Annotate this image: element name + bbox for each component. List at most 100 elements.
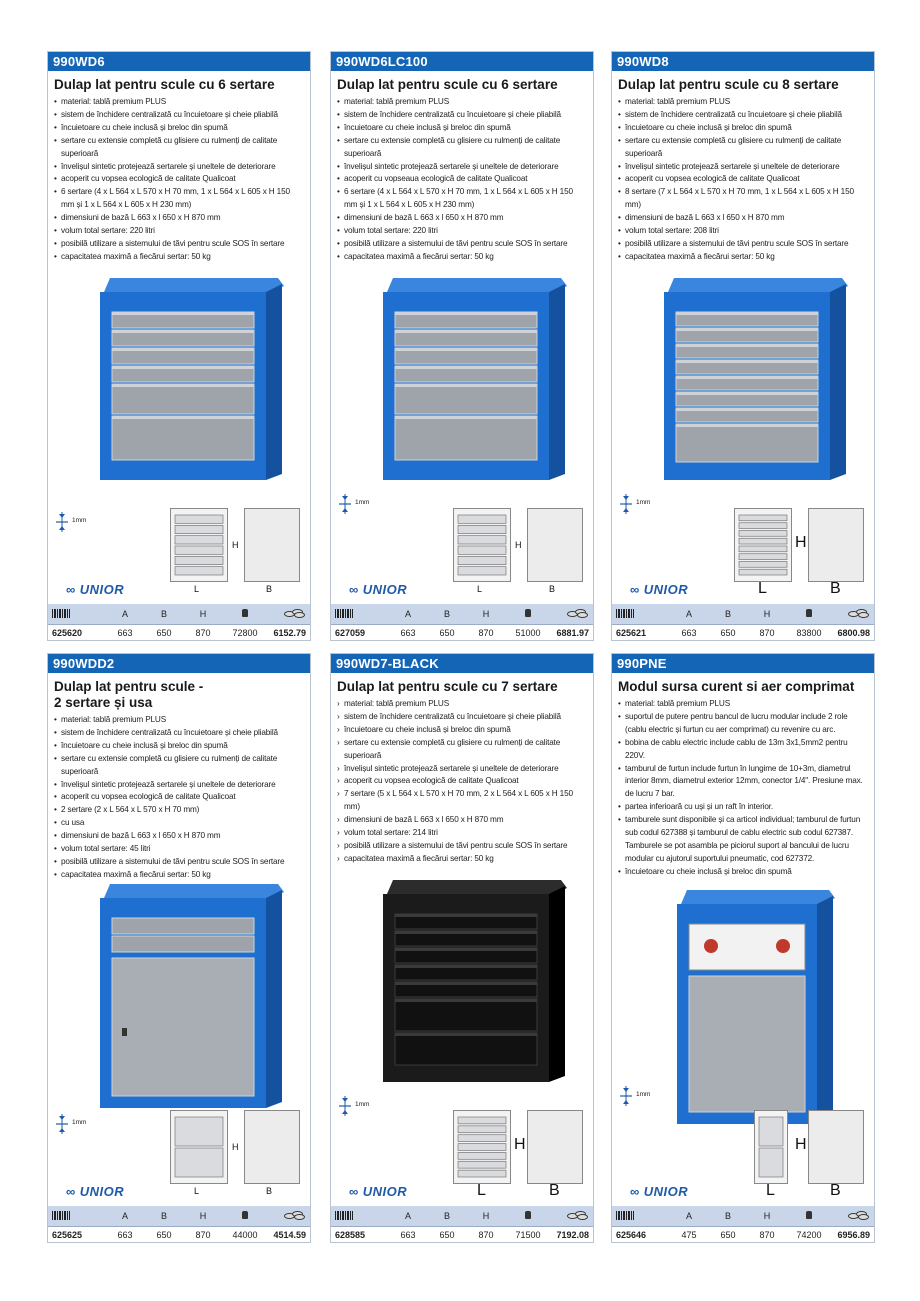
spec-item: material: tablă premium PLUS <box>618 698 868 711</box>
spec-table-header: A B H <box>48 1206 310 1226</box>
col-price <box>551 608 593 620</box>
article-column <box>48 1210 106 1222</box>
spec-table: A B H 627059 663 650 870 51000 6881.97 <box>331 604 593 640</box>
spec-item: acoperit cu vopsea ecologică de calitate… <box>54 173 304 186</box>
unior-logo: ∞UNIOR <box>66 1184 124 1199</box>
col-a: A <box>121 609 128 619</box>
unior-logo-icon: ∞ <box>66 582 76 597</box>
logo-text: UNIOR <box>362 582 408 597</box>
dim-label-l: L <box>766 1182 775 1199</box>
product-title: Dulap lat pentru scule - 2 sertare și us… <box>54 679 204 710</box>
spec-item: material: tablă premium PLUS <box>54 714 304 727</box>
col-weight <box>505 1211 551 1221</box>
col-h: H <box>763 609 771 619</box>
weight-icon <box>525 609 531 617</box>
spec-list: material: tablă premium PLUSsistem de în… <box>331 96 593 264</box>
value-a: 663 <box>117 627 133 638</box>
front-view <box>754 1110 788 1184</box>
product-title: Modul sursa curent si aer comprimat <box>618 679 855 694</box>
spec-list: material: tablă premium PLUSsistem de în… <box>48 714 310 882</box>
dim-label-b: B <box>830 580 841 597</box>
value-price: 4514.59 <box>273 1229 306 1240</box>
article-column <box>612 608 670 620</box>
spec-item: încuietoare cu cheie inclusă și breloc d… <box>54 740 304 753</box>
spec-list: material: tablă premium PLUSsistem de în… <box>612 96 874 264</box>
spec-item: acoperit cu vopseaua ecologică de calita… <box>337 173 587 186</box>
spec-table: A B H 625625 663 650 870 44000 4514.59 <box>48 1206 310 1242</box>
article-column <box>612 1210 670 1222</box>
spec-item: posibilă utilizare a sistemului de tăvi … <box>54 856 304 869</box>
spec-item: posibilă utilizare a sistemului de tăvi … <box>54 238 304 251</box>
spec-table: A B H 628585 663 650 870 71500 7192.08 <box>331 1206 593 1242</box>
thickness-indicator: 1mm <box>54 512 104 532</box>
spec-list: material: tablă premium PLUSsuportul de … <box>612 698 874 879</box>
value-price: 6152.79 <box>273 627 306 638</box>
col-weight <box>222 1211 268 1221</box>
spec-table-header: A B H <box>612 604 874 624</box>
thickness-icon <box>339 1096 351 1116</box>
spec-item: 6 sertare (4 x L 564 x L 570 x H 70 mm, … <box>54 186 304 212</box>
thickness-indicator: 1mm <box>618 1086 668 1106</box>
spec-item: capacitatea maximă a fiecărui sertar: 50… <box>337 251 587 264</box>
coins-icon <box>284 608 306 618</box>
spec-item: învelișul sintetic protejează sertarele … <box>54 161 304 174</box>
product-image <box>90 270 286 493</box>
spec-table-row: 625625 663 650 870 44000 4514.59 <box>48 1226 310 1242</box>
spec-table: A B H 625621 663 650 870 83800 6800.98 <box>612 604 874 640</box>
spec-item: posibilă utilizare a sistemului de tăvi … <box>337 238 587 251</box>
value-price: 6881.97 <box>556 627 589 638</box>
unior-logo: ∞UNIOR <box>349 1184 407 1199</box>
col-price <box>551 1210 593 1222</box>
spec-item: sistem de închidere centralizată cu încu… <box>337 711 587 724</box>
spec-item: material: tablă premium PLUS <box>618 96 868 109</box>
spec-item: sistem de închidere centralizată cu încu… <box>337 109 587 122</box>
side-view <box>244 508 300 582</box>
col-h: H <box>482 1211 490 1221</box>
value-b: 650 <box>439 627 455 638</box>
value-price: 6956.89 <box>837 1229 870 1240</box>
value-a: 663 <box>400 627 416 638</box>
spec-item: sertare cu extensie completă cu glisiere… <box>54 135 304 161</box>
product-title: Dulap lat pentru scule cu 6 sertare <box>337 77 558 92</box>
col-weight <box>786 609 832 619</box>
side-view <box>244 1110 300 1184</box>
spec-table-header: A B H <box>612 1206 874 1226</box>
value-b: 650 <box>720 1229 736 1240</box>
dim-label-l: L <box>477 584 483 594</box>
dim-label-b: B <box>549 1182 560 1199</box>
value-b: 650 <box>439 1229 455 1240</box>
product-code: 990PNE <box>612 654 874 673</box>
side-view <box>808 1110 864 1184</box>
product-title: Dulap lat pentru scule cu 7 sertare <box>337 679 558 694</box>
weight-icon <box>806 609 812 617</box>
spec-item: volum total sertare: 220 litri <box>54 225 304 238</box>
thickness-icon <box>620 1086 632 1106</box>
thickness-label: 1mm <box>636 499 651 506</box>
logo-text: UNIOR <box>79 582 125 597</box>
side-view <box>527 1110 583 1184</box>
col-a: A <box>404 1211 411 1221</box>
value-h: 870 <box>759 627 775 638</box>
weight-icon <box>242 1211 248 1219</box>
side-view <box>808 508 864 582</box>
dim-label-b: B <box>266 584 273 594</box>
product-code: 990WD6 <box>48 52 310 71</box>
spec-item: cu usa <box>54 817 304 830</box>
thickness-label: 1mm <box>72 517 87 524</box>
col-a: A <box>685 609 692 619</box>
col-a: A <box>121 1211 128 1221</box>
spec-table-header: A B H <box>331 604 593 624</box>
dim-label-l: L <box>477 1182 486 1199</box>
spec-item: acoperit cu vopsea ecologică de calitate… <box>54 791 304 804</box>
spec-item: dimensiuni de bază L 663 x l 650 x H 870… <box>618 212 868 225</box>
product-image <box>667 882 837 1137</box>
spec-item: sertare cu extensie completă cu glisiere… <box>337 135 587 161</box>
value-weight: 51000 <box>515 627 541 638</box>
weight-icon <box>806 1211 812 1219</box>
thickness-icon <box>339 494 351 514</box>
value-weight: 44000 <box>232 1229 258 1240</box>
